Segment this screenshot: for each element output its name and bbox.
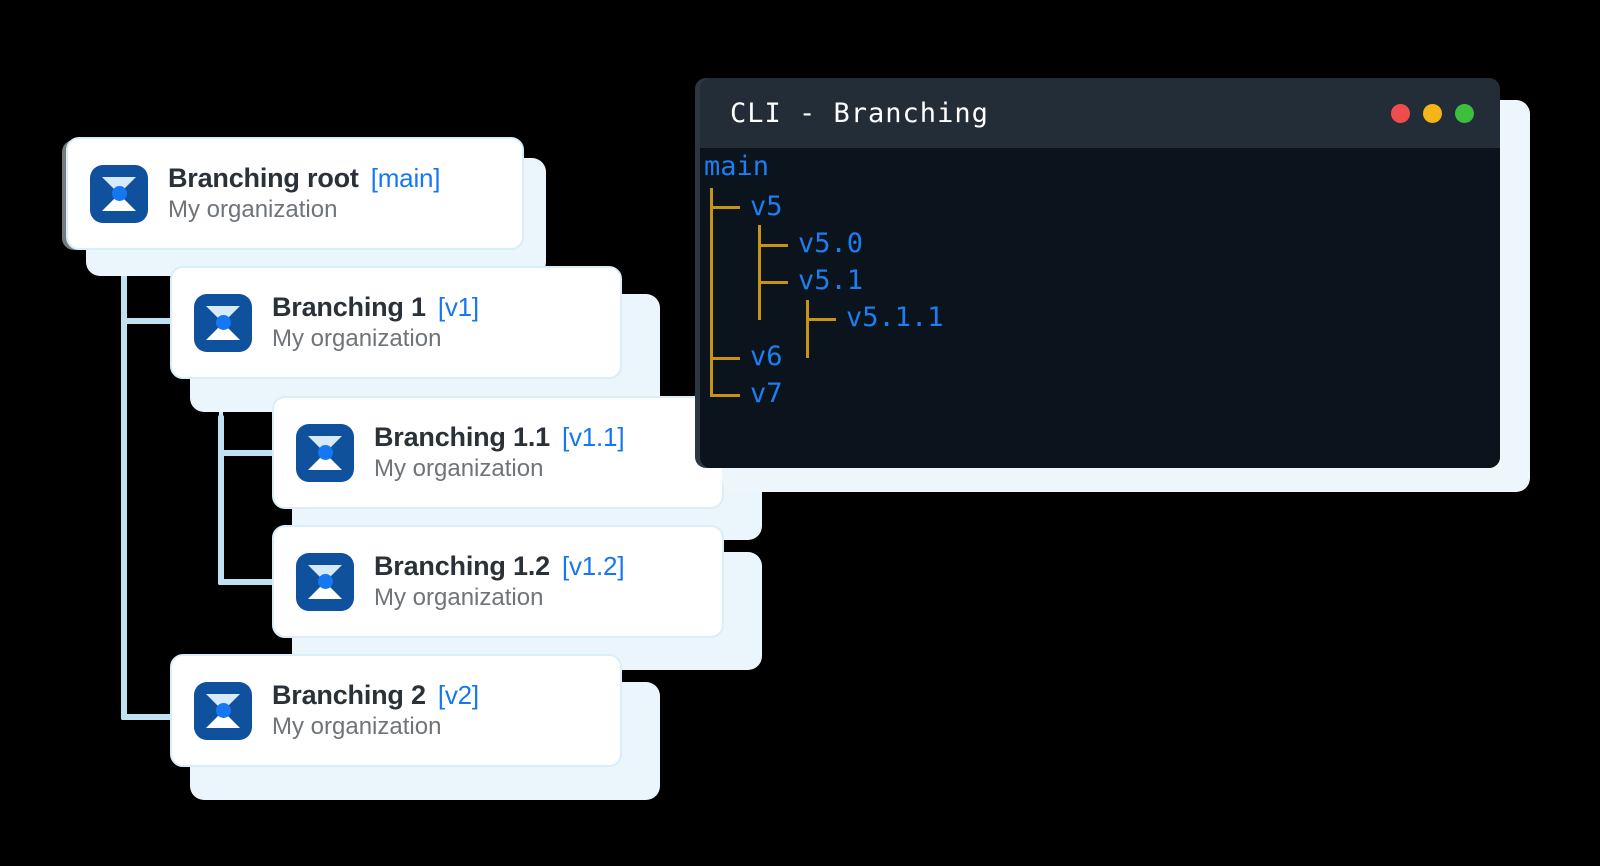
tree-line-to-v5-1 [758, 281, 788, 284]
card-title-row: Branching 1 [v1] [272, 292, 479, 323]
card-text: Branching 2 [v2] My organization [272, 680, 479, 741]
tree-line-v5-trunk [758, 225, 761, 320]
card-title: Branching 2 [272, 680, 426, 710]
hourglass-glyph [308, 564, 342, 599]
hourglass-icon [194, 293, 252, 352]
connector-branching-1-trunk [218, 415, 224, 585]
tree-line-to-v5 [710, 206, 740, 209]
card-branching-2[interactable]: Branching 2 [v2] My organization [170, 654, 622, 767]
terminal-window: CLI - Branching main v5 v5.0 v5.1 [700, 78, 1500, 468]
connector-root-trunk [121, 230, 127, 720]
tree-line-to-v5-1-1 [806, 318, 836, 321]
card-text: Branching 1 [v1] My organization [272, 292, 479, 353]
card-title: Branching 1.1 [374, 422, 550, 452]
hourglass-icon [296, 423, 354, 482]
card-version-tag: [v1.1] [561, 422, 625, 452]
card-title: Branching 1.2 [374, 551, 550, 581]
card-branching-1[interactable]: Branching 1 [v1] My organization [170, 266, 622, 379]
minimize-button-icon[interactable] [1423, 103, 1442, 123]
traffic-light-group [1391, 103, 1474, 123]
card-text: Branching root [main] My organization [168, 163, 441, 224]
terminal-tree-node-v5: v5 [750, 191, 783, 222]
card-branching-1-2[interactable]: Branching 1.2 [v1.2] My organization [272, 525, 724, 638]
card-version-tag: [v1] [437, 292, 479, 322]
card-version-tag: [v2] [437, 680, 479, 710]
hourglass-center-dot [317, 574, 333, 589]
terminal-title: CLI - Branching [730, 97, 989, 129]
card-branching-root[interactable]: Branching root [main] My organization [66, 137, 524, 250]
terminal-tree-node-v5-1-1: v5.1.1 [846, 302, 944, 333]
terminal-titlebar[interactable]: CLI - Branching [700, 78, 1500, 148]
hourglass-glyph [206, 693, 240, 728]
branching-tree-panel: Branching root [main] My organization Br… [62, 137, 762, 800]
card-title: Branching 1 [272, 292, 426, 322]
card-version-tag: [v1.2] [561, 551, 625, 581]
card-title: Branching root [168, 163, 359, 193]
card-version-tag: [main] [370, 163, 441, 193]
maximize-button-icon[interactable] [1455, 103, 1474, 123]
tree-line-v5-1-trunk [806, 300, 809, 358]
terminal-tree-node-v5-1: v5.1 [798, 265, 864, 296]
tree-line-to-v6 [710, 357, 740, 360]
terminal-tree-root: main [704, 151, 770, 182]
tree-line-root-trunk [710, 188, 713, 396]
card-title-row: Branching 1.1 [v1.1] [374, 422, 625, 453]
tree-line-to-v7 [710, 394, 740, 397]
hourglass-icon [194, 681, 252, 740]
card-text: Branching 1.2 [v1.2] My organization [374, 551, 625, 612]
card-subtitle: My organization [168, 196, 338, 223]
hourglass-icon [296, 552, 354, 611]
hourglass-center-dot [111, 186, 127, 201]
terminal-tree-node-v5-0: v5.0 [798, 228, 864, 259]
card-title-row: Branching 2 [v2] [272, 680, 479, 711]
hourglass-center-dot [215, 703, 231, 718]
hourglass-glyph [308, 435, 342, 470]
close-button-icon[interactable] [1391, 103, 1410, 123]
terminal-tree-node-v7: v7 [750, 378, 783, 409]
hourglass-icon [90, 164, 148, 223]
tree-line-to-v5-0 [758, 244, 788, 247]
card-subtitle: My organization [374, 455, 544, 482]
hourglass-glyph [206, 305, 240, 340]
hourglass-center-dot [215, 315, 231, 330]
card-title-row: Branching 1.2 [v1.2] [374, 551, 625, 582]
hourglass-center-dot [317, 445, 333, 460]
card-subtitle: My organization [374, 584, 544, 611]
card-subtitle: My organization [272, 713, 442, 740]
card-subtitle: My organization [272, 325, 442, 352]
terminal-tree-node-v6: v6 [750, 341, 783, 372]
card-title-row: Branching root [main] [168, 163, 441, 194]
card-branching-1-1[interactable]: Branching 1.1 [v1.1] My organization [272, 396, 724, 509]
hourglass-glyph [102, 176, 136, 211]
card-text: Branching 1.1 [v1.1] My organization [374, 422, 625, 483]
terminal-body: main v5 v5.0 v5.1 v5.1.1 v6 v7 [700, 148, 1500, 468]
